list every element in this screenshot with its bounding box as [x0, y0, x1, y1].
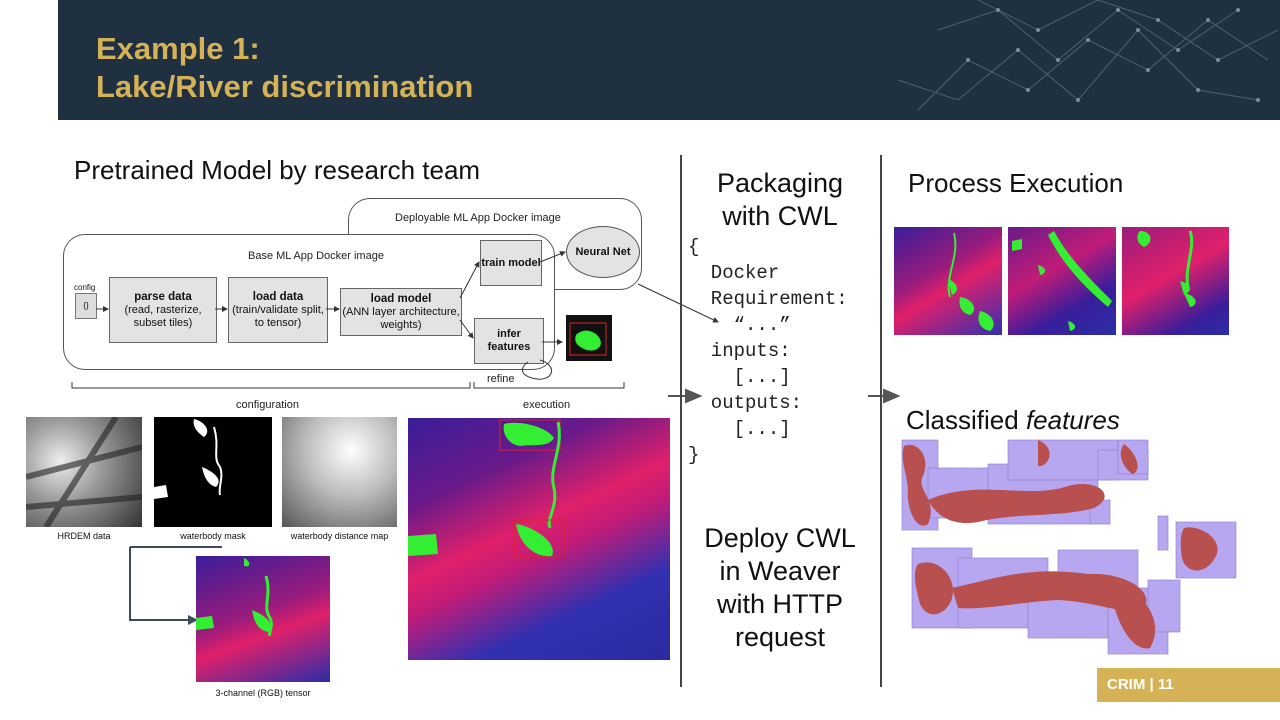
waterbody-mask-caption: waterbody mask [180, 531, 246, 541]
code-line: [...] [688, 418, 791, 440]
packaging-heading: Packaging with CWL [716, 168, 844, 231]
step-load-data-detail: (train/validate split, to tensor) [232, 303, 324, 329]
classified-features-image [898, 438, 1244, 660]
code-line: } [688, 444, 700, 466]
classified-features-heading: Classified features [906, 405, 1120, 435]
execution-result-1 [894, 227, 1002, 335]
hrdem-image [26, 417, 142, 527]
waterbody-distance-image [282, 417, 397, 527]
step-parse-title: parse data [134, 290, 192, 303]
step-parse-data: parse data (read, rasterize, subset tile… [109, 277, 217, 343]
inference-result-image [408, 418, 670, 660]
code-line: [...] [688, 366, 791, 388]
neural-net-node: Neural Net [566, 226, 640, 278]
config-label: config [74, 283, 96, 292]
title-line-2: Lake/River discrimination [96, 69, 474, 104]
process-execution-heading: Process Execution [908, 168, 1124, 198]
step-load-model-detail: (ANN layer architecture, weights) [342, 305, 460, 331]
step-parse-detail: (read, rasterize, subset tiles) [124, 303, 202, 329]
code-line: Requirement: [688, 288, 848, 310]
execution-result-2 [1008, 227, 1116, 335]
rgb-tensor-caption: 3-channel (RGB) tensor [215, 688, 311, 698]
code-line: inputs: [688, 340, 791, 362]
rgb-tensor-image [196, 556, 330, 682]
hrdem-caption: HRDEM data [57, 531, 111, 541]
code-line: Docker [688, 262, 780, 284]
step-load-model: load model (ANN layer architecture, weig… [340, 288, 462, 336]
pretrained-heading: Pretrained Model by research team [74, 155, 481, 185]
train-model-box: train model [480, 240, 542, 286]
base-image-label: Base ML App Docker image [248, 250, 384, 262]
step-load-data-title: load data [252, 290, 304, 303]
title-line-1: Example 1: [96, 31, 260, 66]
infer-features-box: infer features [474, 318, 544, 364]
deployable-image-label: Deployable ML App Docker image [395, 212, 561, 224]
slide-header: Example 1: Lake/River discrimination [58, 0, 1280, 120]
config-file-icon: {} [75, 293, 97, 319]
code-line: “...” [688, 314, 791, 336]
divider-left [680, 155, 682, 687]
code-line: outputs: [688, 392, 803, 414]
slide-footer: CRIM | 11 [1097, 668, 1280, 702]
execution-result-3 [1122, 227, 1229, 335]
step-load-model-title: load model [370, 292, 432, 305]
waterbody-mask-image [154, 417, 272, 527]
deploy-text: Deploy CWL in Weaver with HTTP request [704, 523, 856, 652]
classified-prefix: Classified [906, 405, 1026, 435]
classified-emphasis: features [1025, 405, 1120, 435]
configuration-label: configuration [236, 399, 299, 411]
code-line: { [688, 236, 700, 258]
inferred-output-thumbnail [566, 315, 612, 361]
slide-title: Example 1: Lake/River discrimination [96, 30, 473, 106]
step-load-data: load data (train/validate split, to tens… [228, 277, 328, 343]
cwl-code-block: { Docker Requirement: “...” inputs: [...… [688, 234, 848, 468]
divider-right [880, 155, 882, 687]
network-decoration [897, 0, 1279, 111]
refine-label: refine [487, 373, 515, 385]
waterbody-distance-caption: waterbody distance map [290, 531, 389, 541]
execution-label: execution [523, 399, 571, 411]
